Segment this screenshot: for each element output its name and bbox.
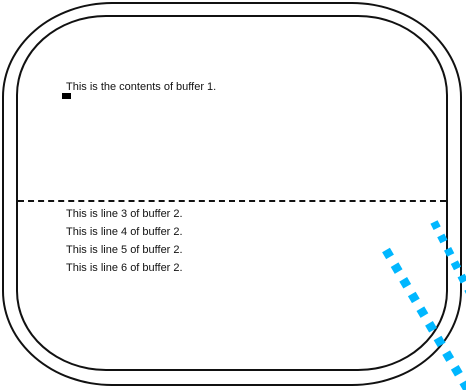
window-divider bbox=[18, 200, 446, 202]
buffer-2-line-5: This is line 5 of buffer 2. bbox=[66, 244, 183, 256]
terminal-screen: This is the contents of buffer 1. This i… bbox=[18, 17, 446, 369]
buffer-2-line-4: This is line 4 of buffer 2. bbox=[66, 226, 183, 238]
watermark-icon bbox=[336, 220, 466, 390]
buffer-2-window[interactable]: This is line 3 of buffer 2. This is line… bbox=[18, 200, 446, 369]
buffer-1-line-1: This is the contents of buffer 1. bbox=[66, 81, 217, 93]
monitor-bezel-outer bbox=[2, 2, 462, 386]
buffer-2-line-6: This is line 6 of buffer 2. bbox=[66, 262, 183, 274]
monitor-bezel-inner bbox=[16, 15, 448, 371]
buffer-1-window[interactable]: This is the contents of buffer 1. bbox=[18, 17, 446, 200]
block-cursor-icon bbox=[62, 93, 71, 99]
buffer-2-line-3: This is line 3 of buffer 2. bbox=[66, 208, 183, 220]
